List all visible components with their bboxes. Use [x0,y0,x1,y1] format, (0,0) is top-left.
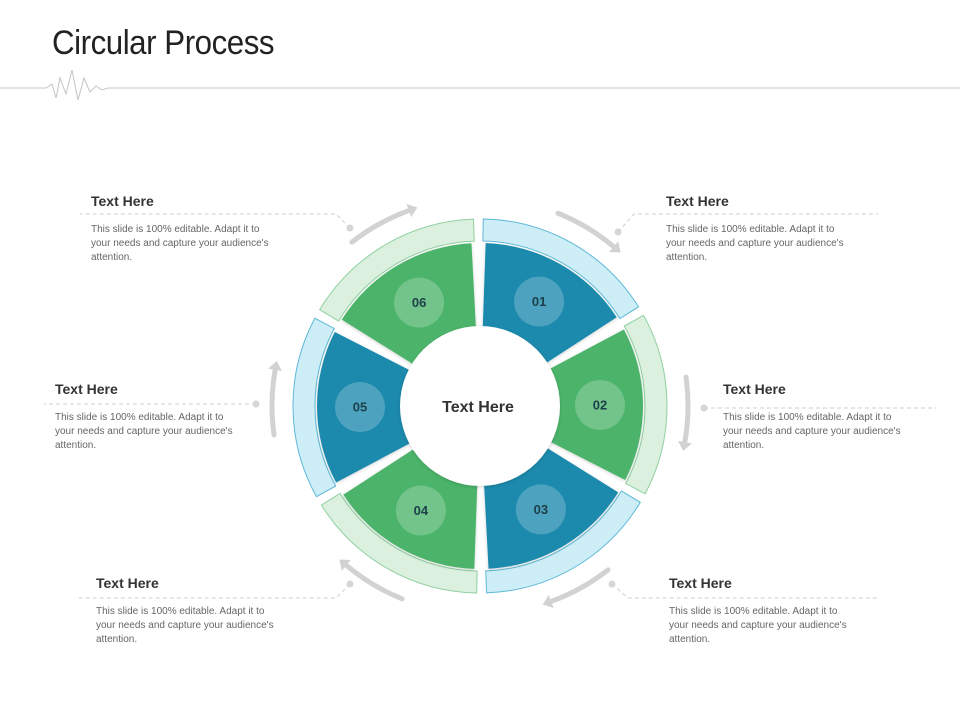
center-label: Text Here [442,399,514,416]
connector-dot [700,404,708,412]
connector-dot [346,580,354,588]
blurb-heading: Text Here [666,193,729,209]
blurb-mid-left: Text Here This slide is 100% editable. A… [55,381,255,453]
blurb-top-right: Text Here This slide is 100% editable. A… [666,193,866,265]
header-divider [0,69,960,101]
segment-04 [343,448,478,569]
segment-03-outer-band [485,490,641,594]
cycle-arrow [548,567,611,604]
blurb-mid-right: Text Here This slide is 100% editable. A… [723,381,923,453]
segment-03 [484,447,619,569]
segment-02-outer-band [623,314,668,495]
blurb-bottom-right: Text Here This slide is 100% editable. A… [669,575,869,647]
blurb-top-left: Text Here This slide is 100% editable. A… [91,193,291,265]
connector-dot [252,400,260,408]
cycle-arrow-head [542,594,554,609]
page-title: Circular Process [52,24,275,62]
segment-05-badge [335,382,386,433]
cycle-arrow [343,562,405,602]
segment-number: 03 [534,502,548,517]
connector-line [80,213,351,229]
segment-03-badge [515,484,566,535]
segment-01 [482,243,617,364]
segment-number: 01 [532,294,546,309]
segment-06-badge [394,277,445,328]
segment-number: 02 [593,397,607,412]
cycle-arrow-head [339,559,351,571]
segment-02-badge [574,379,625,430]
blurb-bottom-left: Text Here This slide is 100% editable. A… [96,575,296,647]
segment-02 [548,329,644,481]
connector-dot [346,224,354,232]
segment-04-outer-band [320,492,478,594]
blurb-heading: Text Here [723,381,786,397]
connector-dot [614,228,622,236]
cycle-arrow [349,208,412,245]
segment-05-outer-band [292,317,337,498]
cycle-arrow-head [406,203,418,218]
blurb-heading: Text Here [96,575,159,591]
cycle-arrow [269,367,278,438]
segment-06 [341,243,476,365]
blurb-heading: Text Here [669,575,732,591]
cycle-arrow [555,210,617,250]
segment-01-badge [514,276,565,327]
blurb-body: This slide is 100% editable. Adapt it to… [55,412,233,451]
blurb-heading: Text Here [55,381,118,397]
blurb-body: This slide is 100% editable. Adapt it to… [96,606,274,645]
blurb-heading: Text Here [91,193,154,209]
connector-dot [608,580,616,588]
segment-04-badge [395,485,446,536]
connector-line [617,213,878,233]
segment-number: 04 [414,503,429,518]
center-circle [400,326,560,486]
segment-05 [317,331,412,483]
blurb-body: This slide is 100% editable. Adapt it to… [669,606,847,645]
segment-number: 05 [353,400,367,415]
segment-01-outer-band [482,218,640,320]
connector-line [78,583,351,599]
cycle-arrow [682,374,691,445]
blurb-body: This slide is 100% editable. Adapt it to… [91,224,269,263]
blurb-body: This slide is 100% editable. Adapt it to… [723,412,901,451]
segment-number: 06 [412,295,426,310]
cycle-arrow-head [677,440,692,451]
blurb-body: This slide is 100% editable. Adapt it to… [666,224,844,263]
cycle-arrow-head [268,361,283,372]
cycle-arrow-head [609,241,621,253]
connector-line [611,583,878,599]
segment-06-outer-band [319,218,475,322]
